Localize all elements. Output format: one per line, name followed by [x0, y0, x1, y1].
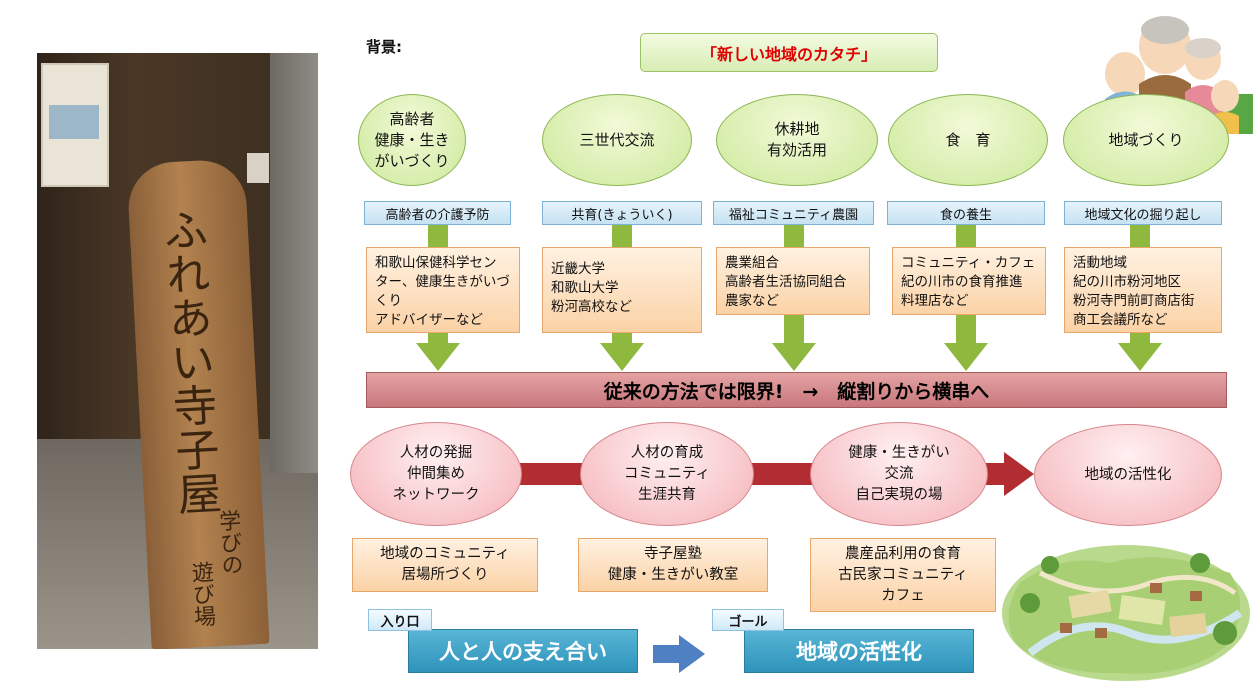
category-oval-food-education: 食 育 — [888, 94, 1048, 186]
photo-pillar — [270, 53, 318, 473]
category-oval-three-generations: 三世代交流 — [542, 94, 692, 186]
main-title: 「新しい地域のカタチ」 — [640, 33, 938, 72]
green-arrow-down — [600, 343, 644, 371]
horizontal-integration-banner: 従来の方法では限界! → 縦割りから横串へ — [366, 372, 1227, 408]
flow-step-talent-development: 人材の育成 コミュニティ 生涯共育 — [580, 422, 754, 526]
theme-box-co-education: 共育(きょういく) — [542, 201, 702, 225]
category-oval-community-building: 地域づくり — [1063, 94, 1229, 186]
wooden-sign: ふれあい寺子屋 学びの 遊び場 — [126, 158, 270, 649]
green-arrow-stem — [784, 315, 804, 343]
theme-box-welfare-farm: 福祉コミュニティ農園 — [713, 201, 874, 225]
green-arrow-stem — [428, 333, 448, 343]
partners-box-kokawa-district: 活動地域 紀の川市粉河地区 粉河寺門前町商店街 商工会議所など — [1064, 247, 1222, 333]
goal-text-box: 地域の活性化 — [744, 629, 974, 673]
goal-tag: ゴール — [712, 609, 784, 631]
activity-food-education-cafe: 農産品利用の食育 古民家コミュニティ カフェ — [810, 538, 996, 612]
green-arrow-stem — [784, 225, 804, 247]
flow-connector — [752, 463, 822, 485]
theme-box-local-culture: 地域文化の掘り起し — [1064, 201, 1222, 225]
activity-terakoya-class: 寺子屋塾 健康・生きがい教室 — [578, 538, 768, 592]
green-arrow-stem — [612, 333, 632, 343]
green-arrow-down — [772, 343, 816, 371]
photo-poster — [41, 63, 109, 187]
green-arrow-down — [416, 343, 460, 371]
sign-sub-text-2: 遊び場 — [187, 560, 216, 628]
village-map-illustration — [1002, 545, 1250, 681]
background-label: 背景: — [366, 38, 402, 56]
green-arrow-stem — [1130, 225, 1150, 247]
partners-box-universities: 近畿大学 和歌山大学 粉河高校など — [542, 247, 702, 333]
partners-box-community-cafe: コミュニティ・カフェ 紀の川市の食育推進 料理店など — [892, 247, 1046, 315]
green-arrow-stem — [956, 225, 976, 247]
flow-connector — [520, 463, 590, 485]
sign-sub-text-1: 学びの — [214, 508, 244, 577]
partners-box-agriculture: 農業組合 高齢者生活協同組合 農家など — [716, 247, 870, 315]
signboard-photo: ふれあい寺子屋 学びの 遊び場 — [37, 53, 318, 649]
category-oval-elderly-health: 高齢者 健康・生き がいづくり — [358, 94, 466, 186]
blue-arrow-stem — [653, 645, 679, 663]
sign-main-text: ふれあい寺子屋 — [154, 206, 222, 517]
theme-box-care-prevention: 高齢者の介護予防 — [364, 201, 511, 225]
photo-small-poster — [247, 153, 269, 183]
green-arrow-stem — [956, 315, 976, 343]
green-arrow-down — [1118, 343, 1162, 371]
activity-community-place: 地域のコミュニティ 居場所づくり — [352, 538, 538, 592]
blue-arrow-right — [679, 635, 705, 673]
category-oval-fallow-land: 休耕地 有効活用 — [716, 94, 878, 186]
entry-tag: 入り口 — [368, 609, 432, 631]
partners-box-health-center: 和歌山保健科学セン ター、健康生きがいづくり アドバイザーなど — [366, 247, 520, 333]
green-arrow-stem — [1130, 333, 1150, 343]
flow-step-talent-discovery: 人材の発掘 仲間集め ネットワーク — [350, 422, 522, 526]
flow-arrow-head — [1004, 452, 1034, 496]
flow-step-regional-revitalization: 地域の活性化 — [1034, 424, 1222, 526]
entry-text-box: 人と人の支え合い — [408, 629, 638, 673]
green-arrow-down — [944, 343, 988, 371]
theme-box-food-nurture: 食の養生 — [887, 201, 1045, 225]
green-arrow-stem — [428, 225, 448, 247]
green-arrow-stem — [612, 225, 632, 247]
flow-connector — [986, 463, 1004, 485]
flow-step-self-realization: 健康・生きがい 交流 自己実現の場 — [810, 422, 988, 526]
